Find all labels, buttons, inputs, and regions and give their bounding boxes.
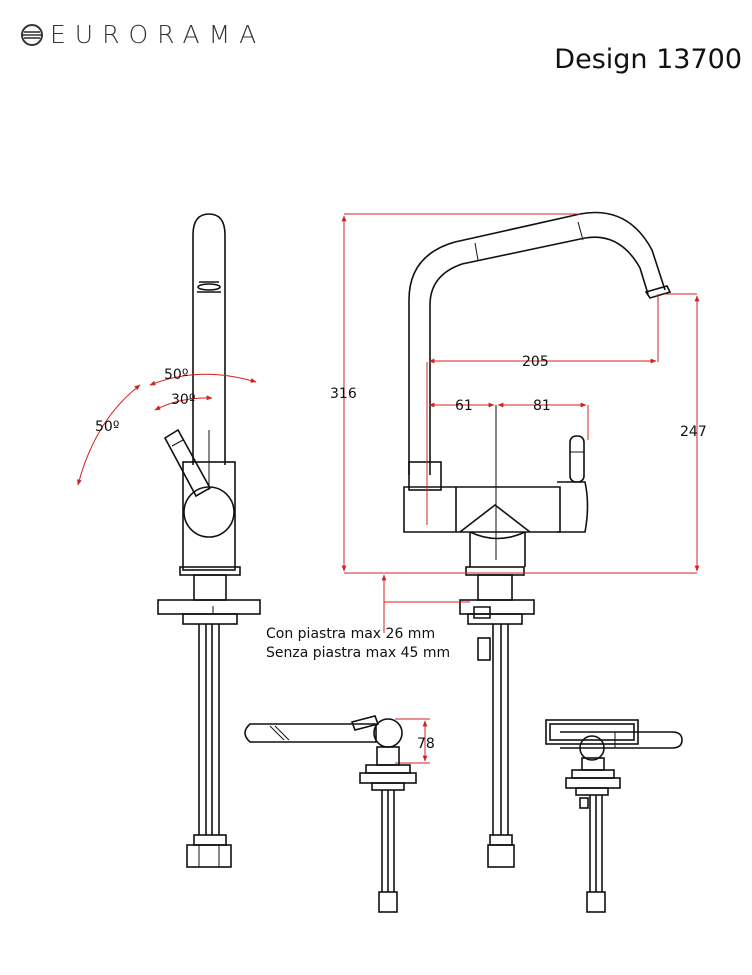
- angle-label-outer-left: 50º: [95, 419, 119, 435]
- dim-spout-offset: 61: [455, 398, 473, 414]
- note-with-plate: Con piastra max 26 mm: [266, 626, 436, 642]
- rings-logo-icon: [21, 23, 43, 46]
- brand-logo: EURORAMA: [20, 20, 265, 49]
- page-title: Design 13700: [554, 44, 742, 75]
- front-view: [403, 211, 672, 868]
- angle-label-outer-top: 50º: [164, 367, 188, 383]
- side-view: [77, 213, 261, 868]
- dim-handle-offset: 81: [533, 398, 551, 414]
- brand-name: EURORAMA: [50, 20, 266, 49]
- dimension-lines: [341, 213, 700, 633]
- angle-label-inner: 30º: [171, 392, 195, 408]
- top-view-small: [244, 715, 430, 913]
- dim-total-height: 316: [330, 386, 357, 402]
- dim-reach: 205: [522, 354, 549, 370]
- dim-spout-height: 247: [680, 424, 707, 440]
- note-without-plate: Senza piastra max 45 mm: [266, 645, 451, 661]
- dim-handle-swing: 78: [417, 736, 435, 752]
- rear-view-small: [545, 719, 683, 913]
